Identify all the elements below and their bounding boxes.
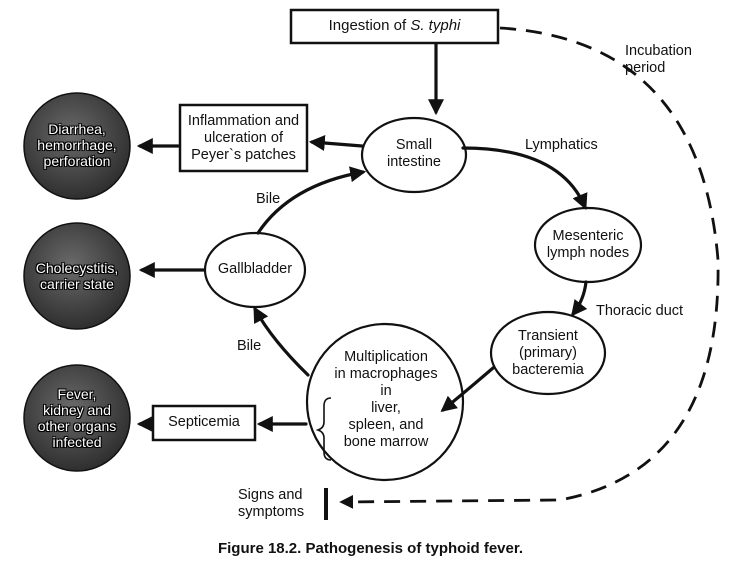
small-intestine-label: Small intestine xyxy=(386,137,441,170)
ingestion-label: Ingestion of S. typhi xyxy=(328,17,461,34)
inflammation-label: Inflammation and ulceration of Peyer`s p… xyxy=(187,113,300,163)
septicemia-box xyxy=(151,404,257,442)
ingestion-box xyxy=(289,8,500,45)
lymphatics-label: Lymphatics xyxy=(525,137,598,153)
arrow-bacteremia-to-multiplication xyxy=(440,366,495,413)
cholecystitis-label: Cholecystitis, carrier state xyxy=(35,260,119,292)
bile-lower-label: Bile xyxy=(237,338,262,354)
organ-brace xyxy=(315,397,332,461)
arrow-intestine-to-inflammation xyxy=(308,135,364,151)
gallbladder-label: Gallbladder xyxy=(217,261,293,277)
incubation-label: Incubation period xyxy=(625,43,692,76)
thoracic-duct-label: Thoracic duct xyxy=(596,303,684,319)
fever-label: Fever, kidney and other organs infected xyxy=(37,386,117,450)
bile-upper-label: Bile xyxy=(256,191,281,207)
septicemia-label: Septicemia xyxy=(168,414,240,430)
arrow-thoracic-duct xyxy=(571,280,588,317)
figure-caption: Figure 18.2. Pathogenesis of typhoid fev… xyxy=(217,540,524,557)
multiplication-label: Multiplication in macrophages in liver, … xyxy=(334,349,438,450)
fever-circle xyxy=(23,364,131,472)
diarrhea-circle xyxy=(23,92,131,200)
mesenteric-label: Mesenteric lymph nodes xyxy=(546,228,630,261)
arrow-multiplication-to-gallbladder xyxy=(253,306,310,377)
bacteremia-ellipse xyxy=(489,310,607,396)
inflammation-box xyxy=(178,103,309,173)
arrow-lymphatics xyxy=(461,146,588,210)
bacteremia-label: Transient (primary) bacteremia xyxy=(512,328,584,378)
small-intestine-ellipse xyxy=(360,116,468,194)
incubation-dashed-loop xyxy=(339,26,720,509)
arrow-gallbladder-to-intestine xyxy=(256,166,367,235)
organism-name: S. typhi xyxy=(410,17,461,34)
cholecystitis-circle xyxy=(23,222,131,330)
multiplication-circle xyxy=(305,322,465,482)
signs-label: Signs and symptoms xyxy=(238,487,305,520)
mesenteric-ellipse xyxy=(533,206,643,284)
diarrhea-label: Diarrhea, hemorrhage, perforation xyxy=(37,121,117,169)
